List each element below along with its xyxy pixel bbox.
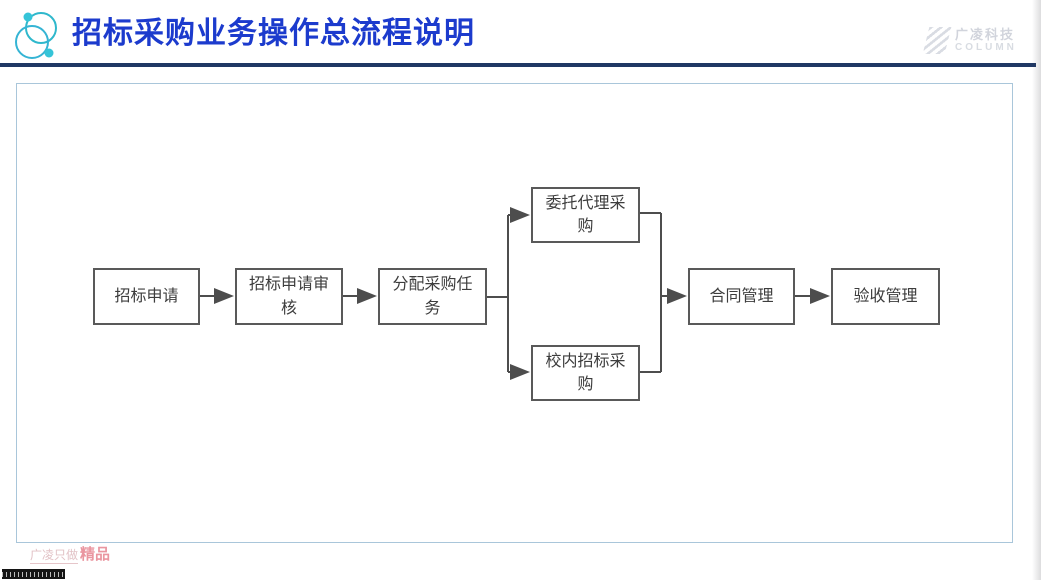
- flow-node-acceptance-management: 验收管理: [831, 268, 940, 325]
- video-watermark-strip: [2, 569, 65, 579]
- flow-node-contract-management: 合同管理: [688, 268, 795, 325]
- slide-header: 招标采购业务操作总流程说明 广凌科技 COLUMN: [0, 0, 1041, 63]
- right-edge-shadow: [1032, 0, 1041, 580]
- footer-watermark: 广凌只做精品: [30, 543, 110, 564]
- flow-node-assign-procurement-task: 分配采购任 务: [378, 268, 487, 325]
- brand-subname: COLUMN: [955, 42, 1017, 54]
- brand-stripe-icon: [922, 27, 952, 54]
- watermark-accent: 精品: [80, 546, 111, 563]
- overlapping-circles-logo-icon: [15, 12, 57, 59]
- corner-brand: 广凌科技 COLUMN: [922, 26, 1017, 54]
- page-title: 招标采购业务操作总流程说明: [72, 17, 475, 50]
- flow-node-entrusted-agency-procurement: 委托代理采 购: [531, 187, 640, 243]
- brand-name: 广凌科技: [955, 26, 1016, 42]
- brand-text: 广凌科技 COLUMN: [955, 26, 1017, 54]
- header-divider: [0, 63, 1036, 67]
- watermark-prefix: 广凌只做: [30, 548, 79, 564]
- flow-node-campus-bidding-procurement: 校内招标采 购: [531, 345, 640, 401]
- flow-node-bid-application: 招标申请: [93, 268, 200, 325]
- flow-node-bid-application-review: 招标申请审 核: [235, 268, 343, 325]
